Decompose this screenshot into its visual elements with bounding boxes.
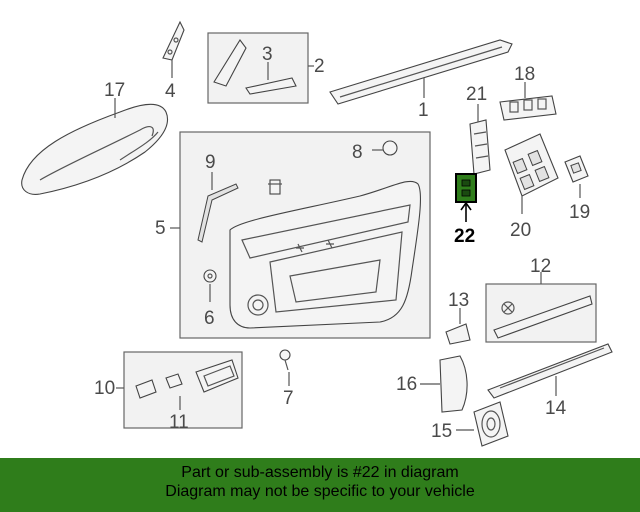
part-10-bulb-socket[interactable] bbox=[135, 379, 157, 399]
part-20-window-switch[interactable] bbox=[504, 133, 559, 197]
banner-line-1: Part or sub-assembly is #22 in diagram bbox=[181, 464, 459, 481]
callout-13: 13 bbox=[448, 290, 469, 311]
callout-10: 10 bbox=[94, 378, 115, 399]
part-21-bracket[interactable] bbox=[469, 119, 491, 175]
callout-15: 15 bbox=[431, 421, 452, 442]
part-14-strip[interactable] bbox=[487, 343, 613, 399]
part-1-belt-molding[interactable] bbox=[329, 39, 513, 105]
courtesy-lamp[interactable] bbox=[195, 359, 239, 393]
callout-16: 16 bbox=[396, 374, 417, 395]
info-banner: Part or sub-assembly is #22 in diagram D… bbox=[0, 458, 640, 512]
callout-22: 22 bbox=[454, 226, 475, 247]
part-15-speaker[interactable] bbox=[473, 401, 509, 447]
part-19-switch[interactable] bbox=[564, 155, 589, 183]
callout-6: 6 bbox=[204, 308, 215, 329]
callout-12: 12 bbox=[530, 256, 551, 277]
part-6-grommet[interactable] bbox=[203, 269, 217, 283]
door-panel[interactable] bbox=[229, 180, 422, 329]
callout-2: 2 bbox=[314, 56, 325, 77]
part-16-speaker-cover[interactable] bbox=[439, 355, 468, 413]
part-9-rod[interactable] bbox=[197, 183, 239, 243]
part-13-grille[interactable] bbox=[445, 323, 471, 345]
callout-3: 3 bbox=[262, 44, 273, 65]
part-3-strip[interactable] bbox=[245, 77, 297, 95]
callout-4: 4 bbox=[165, 81, 176, 102]
callout-20: 20 bbox=[510, 220, 531, 241]
part-8-plug[interactable] bbox=[382, 140, 398, 156]
callout-5: 5 bbox=[155, 218, 166, 239]
part-2-mirror-trim[interactable] bbox=[213, 39, 247, 87]
callout-1: 1 bbox=[418, 100, 429, 121]
callout-21: 21 bbox=[466, 84, 487, 105]
part-11-bulb[interactable] bbox=[165, 373, 183, 389]
parts-diagram: 4 3 2 1 17 5 9 8 bbox=[21, 20, 613, 447]
callout-17: 17 bbox=[104, 80, 125, 101]
part-17-armrest[interactable] bbox=[21, 103, 168, 195]
part-18-switch-housing[interactable] bbox=[499, 95, 557, 121]
banner-line-2: Diagram may not be specific to your vehi… bbox=[165, 483, 475, 500]
part-22-switch[interactable] bbox=[455, 173, 477, 203]
clip[interactable] bbox=[268, 179, 282, 195]
callout-14: 14 bbox=[545, 398, 567, 419]
callout-11: 11 bbox=[169, 412, 189, 433]
part-7-screw[interactable] bbox=[279, 349, 291, 371]
callout-8: 8 bbox=[352, 142, 363, 163]
callout-7: 7 bbox=[283, 388, 294, 409]
part-12-trim[interactable] bbox=[493, 295, 593, 339]
callout-18: 18 bbox=[514, 64, 535, 85]
part-4-trim[interactable] bbox=[162, 20, 185, 61]
callout-9: 9 bbox=[205, 152, 216, 173]
callout-19: 19 bbox=[569, 202, 590, 223]
